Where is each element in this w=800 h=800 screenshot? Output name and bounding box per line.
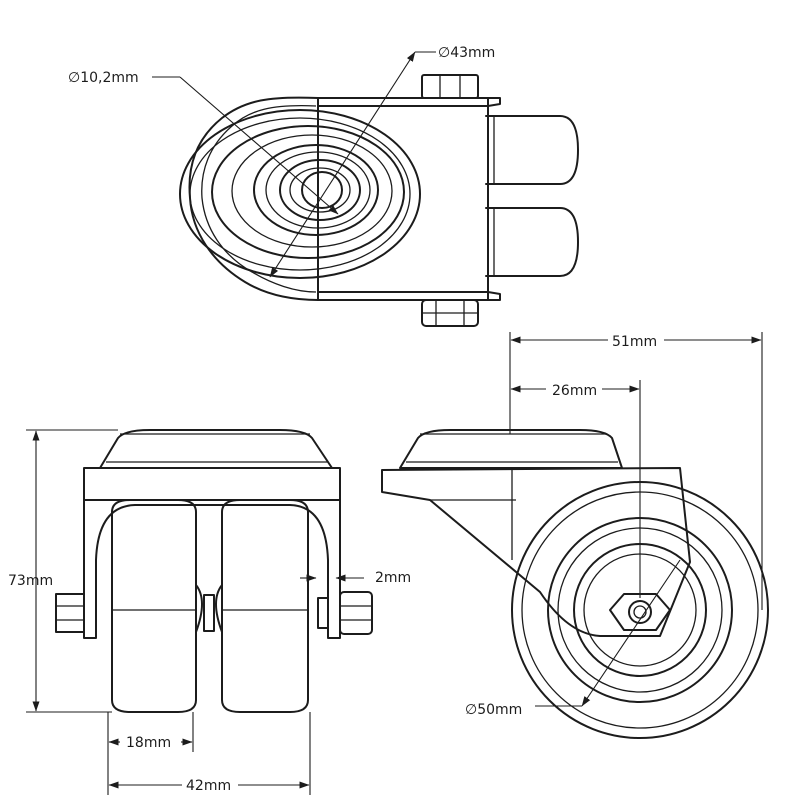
front-top-plate [99, 429, 333, 469]
label-overall-height: 73mm [8, 573, 53, 589]
top-view-wheels [485, 115, 579, 277]
side-top-plate [399, 429, 623, 469]
front-axle-nuts [55, 591, 373, 635]
dim-top-plate-diameter: ∅43mm [269, 45, 495, 278]
label-bolt-hole-diameter: ∅10,2mm [68, 70, 139, 86]
top-view: ∅43mm ∅10,2mm [68, 45, 579, 327]
label-overall-width: 42mm [186, 778, 231, 794]
dim-bolt-hole-diameter: ∅10,2mm [68, 70, 339, 215]
label-wheel-width: 18mm [126, 735, 171, 751]
dim-swivel-offset: 26mm [510, 380, 641, 598]
side-view: 51mm 26mm ∅50mm [381, 332, 769, 739]
dim-overall-height: 73mm [8, 429, 118, 713]
side-bracket [381, 467, 691, 637]
label-axle-clearance: 2mm [375, 570, 411, 586]
side-axle-nut [609, 593, 671, 631]
dim-wheel-width: 18mm [107, 712, 194, 795]
front-view: 73mm 2mm 18mm 42mm [8, 429, 411, 795]
top-plate-rings [179, 96, 421, 301]
front-wheels [111, 499, 309, 713]
dim-overall-width: 42mm [108, 712, 311, 795]
label-overall-length: 51mm [612, 334, 657, 350]
front-fork [83, 467, 341, 639]
dim-wheel-diameter: ∅50mm [465, 559, 681, 718]
dim-axle-clearance: 2mm [300, 570, 411, 586]
label-swivel-offset: 26mm [552, 383, 597, 399]
label-wheel-diameter: ∅50mm [465, 702, 522, 718]
dim-overall-length: 51mm [509, 332, 763, 610]
label-top-plate-diameter: ∅43mm [438, 45, 495, 61]
top-view-axle-nut [421, 74, 479, 327]
top-view-fork [317, 97, 501, 301]
